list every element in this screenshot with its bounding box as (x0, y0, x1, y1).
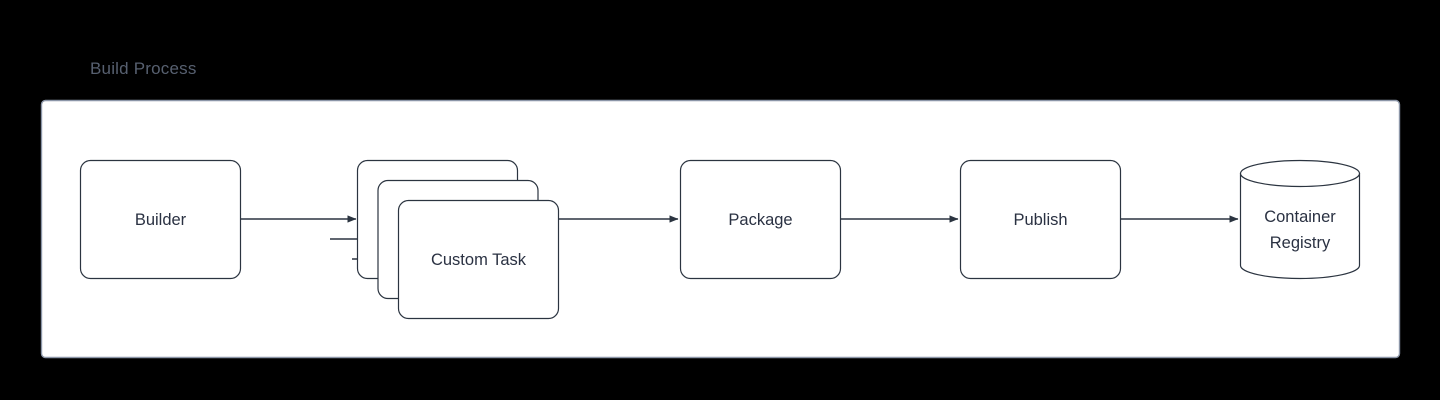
node-custom-task[interactable]: Custom Task (356, 159, 560, 320)
node-publish-shape (959, 159, 1122, 280)
node-builder-shape (79, 159, 242, 280)
group-title: Build Process (90, 59, 197, 78)
node-container-registry-label-line2: Registry (1270, 234, 1331, 252)
node-publish-label: Publish (1013, 211, 1067, 229)
node-publish[interactable]: Publish (959, 159, 1122, 280)
node-container-registry-label-line1: Container (1264, 208, 1336, 226)
node-package[interactable]: Package (679, 159, 842, 280)
node-custom-task-stack-front (397, 199, 560, 320)
node-package-shape (679, 159, 842, 280)
node-container-registry-top (1239, 159, 1361, 188)
node-builder-label: Builder (135, 211, 187, 229)
node-package-label: Package (728, 211, 792, 229)
node-custom-task-label: Custom Task (431, 251, 527, 269)
node-container-registry-body (1239, 172, 1361, 280)
node-container-registry[interactable]: Container Registry (1239, 159, 1361, 280)
node-builder[interactable]: Builder (79, 159, 242, 280)
